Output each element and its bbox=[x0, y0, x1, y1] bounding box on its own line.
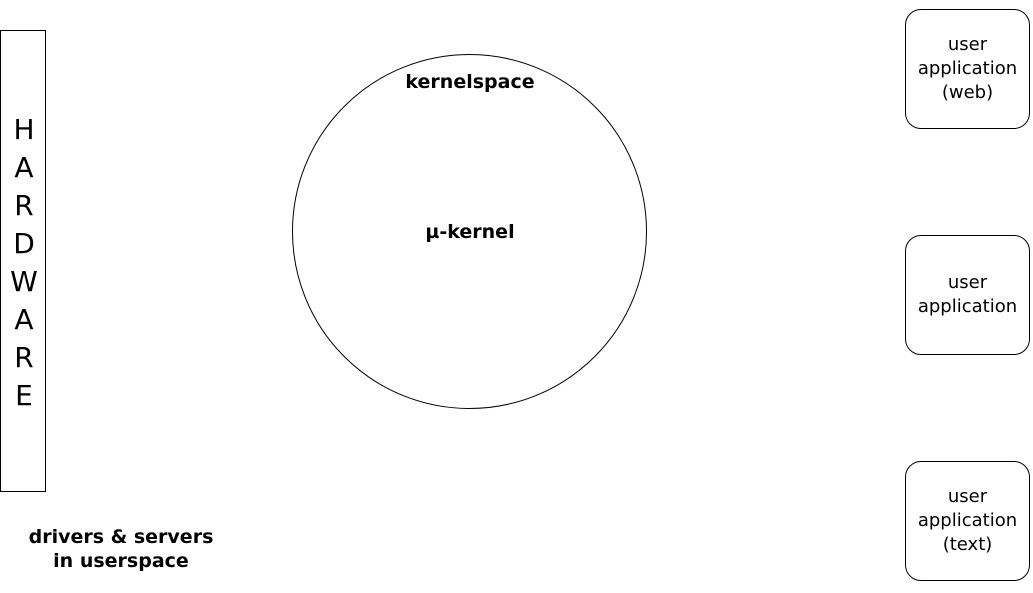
kernelspace-label: kernelspace bbox=[405, 71, 535, 93]
hardware-letter: R bbox=[14, 189, 34, 222]
app-line: user bbox=[947, 486, 988, 507]
kernelspace-circle bbox=[292, 54, 647, 409]
hardware-letter: H bbox=[13, 113, 35, 146]
app-box-text: user application (web) bbox=[918, 33, 1017, 105]
app-line: application bbox=[917, 510, 1018, 531]
user-application-text-box: user application (text) bbox=[905, 461, 1030, 581]
app-line: user bbox=[947, 272, 988, 293]
app-line: application bbox=[917, 58, 1018, 79]
app-line: (web) bbox=[941, 82, 994, 103]
hardware-letter: E bbox=[15, 379, 33, 412]
hardware-letter: D bbox=[13, 227, 35, 260]
app-box-text: user application bbox=[918, 271, 1017, 319]
hardware-letter: A bbox=[14, 303, 34, 336]
userspace-line: in userspace bbox=[53, 550, 189, 572]
hardware-label: H A R D W A R E bbox=[1, 111, 47, 415]
user-application-web-box: user application (web) bbox=[905, 9, 1030, 129]
app-line: application bbox=[917, 296, 1018, 317]
app-box-text: user application (text) bbox=[918, 485, 1017, 557]
hardware-letter: R bbox=[14, 341, 34, 374]
microkernel-label: µ-kernel bbox=[425, 221, 515, 243]
app-line: (text) bbox=[942, 534, 993, 555]
app-line: user bbox=[947, 34, 988, 55]
userspace-line: drivers & servers bbox=[28, 526, 214, 548]
user-application-box: user application bbox=[905, 235, 1030, 355]
hardware-block: H A R D W A R E bbox=[0, 30, 46, 492]
userspace-drivers-label: drivers & servers in userspace bbox=[10, 525, 232, 573]
hardware-letter: W bbox=[10, 265, 38, 298]
hardware-letter: A bbox=[14, 151, 34, 184]
